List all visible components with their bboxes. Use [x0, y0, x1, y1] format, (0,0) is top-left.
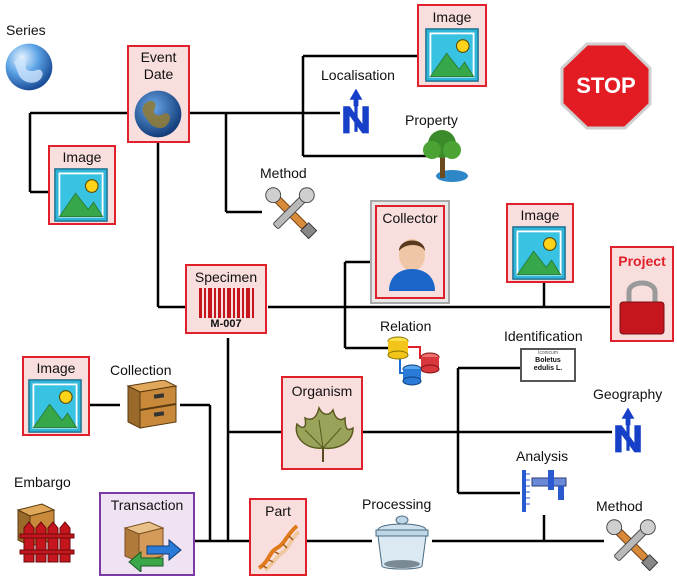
collection-label: Collection — [110, 362, 172, 378]
organism-box[interactable]: Organism — [281, 376, 363, 470]
collector-box: Collector — [375, 205, 445, 299]
specimen-label: Specimen — [194, 269, 258, 285]
image-mid-label: Image — [520, 207, 560, 223]
identification-label: Identification — [504, 328, 583, 344]
north-arrow-icon[interactable] — [612, 404, 644, 456]
transaction-box[interactable]: Transaction — [99, 492, 195, 576]
earth-icon — [131, 89, 185, 139]
event-date-box[interactable]: Event Date — [127, 45, 190, 143]
north-arrow-icon[interactable] — [340, 85, 372, 137]
event-date-label: Event Date — [140, 49, 177, 82]
organism-label: Organism — [291, 383, 353, 399]
id-card-line1: Boletus — [535, 357, 561, 364]
barcode-icon — [199, 288, 254, 318]
transaction-label: Transaction — [110, 497, 184, 513]
cabinet-icon[interactable] — [120, 380, 180, 430]
image-left-label: Image — [62, 149, 102, 165]
picture-icon — [54, 168, 108, 222]
dna-icon — [257, 524, 301, 572]
collector-label: Collector — [382, 210, 438, 226]
label-card-icon[interactable]: Iconicum Boletus edulis L. — [520, 348, 576, 382]
database-icon[interactable] — [386, 335, 442, 387]
tree-pond-icon[interactable] — [420, 128, 470, 184]
picture-icon — [28, 379, 82, 433]
tools-icon[interactable] — [262, 184, 318, 240]
part-box[interactable]: Part — [249, 498, 307, 576]
stop-label: STOP — [576, 73, 636, 98]
padlock-icon — [619, 280, 665, 335]
image-top-label: Image — [432, 9, 472, 25]
image-top-box[interactable]: Image — [417, 4, 487, 87]
package-exchange-icon — [123, 521, 182, 572]
relation-label: Relation — [380, 318, 432, 334]
caliper-icon[interactable] — [518, 466, 570, 516]
tools-icon[interactable] — [603, 516, 659, 572]
analysis-label: Analysis — [516, 448, 569, 464]
fence-icon[interactable] — [14, 494, 80, 564]
method-top-label: Method — [260, 165, 307, 181]
part-label: Part — [265, 503, 291, 519]
leaf-icon — [295, 406, 354, 462]
project-box[interactable]: Project — [610, 246, 674, 342]
collector-frame[interactable]: Collector — [370, 200, 450, 304]
picture-icon — [512, 226, 566, 280]
picture-icon — [425, 28, 479, 82]
id-card-header: Iconicum — [537, 350, 558, 356]
stop-sign-icon[interactable] — [560, 42, 652, 130]
image-bottom-label: Image — [36, 360, 76, 376]
image-left-box[interactable]: Image — [48, 145, 116, 225]
globe-icon[interactable] — [4, 42, 54, 92]
processing-label: Processing — [362, 496, 432, 512]
geography-label: Geography — [593, 386, 663, 402]
barcode-text: M-007 — [210, 318, 242, 330]
method-bottom-label: Method — [596, 498, 643, 514]
person-icon — [389, 239, 435, 291]
series-label: Series — [6, 22, 46, 38]
specimen-box[interactable]: Specimen M-007 — [185, 264, 267, 334]
image-mid-box[interactable]: Image — [506, 203, 574, 283]
project-label: Project — [618, 253, 666, 269]
localisation-label: Localisation — [321, 67, 395, 83]
embargo-label: Embargo — [14, 474, 71, 490]
id-card-line2: edulis L. — [533, 365, 563, 372]
image-bottom-box[interactable]: Image — [22, 356, 90, 436]
glass-jar-icon[interactable] — [370, 514, 434, 572]
property-label: Property — [405, 112, 458, 128]
